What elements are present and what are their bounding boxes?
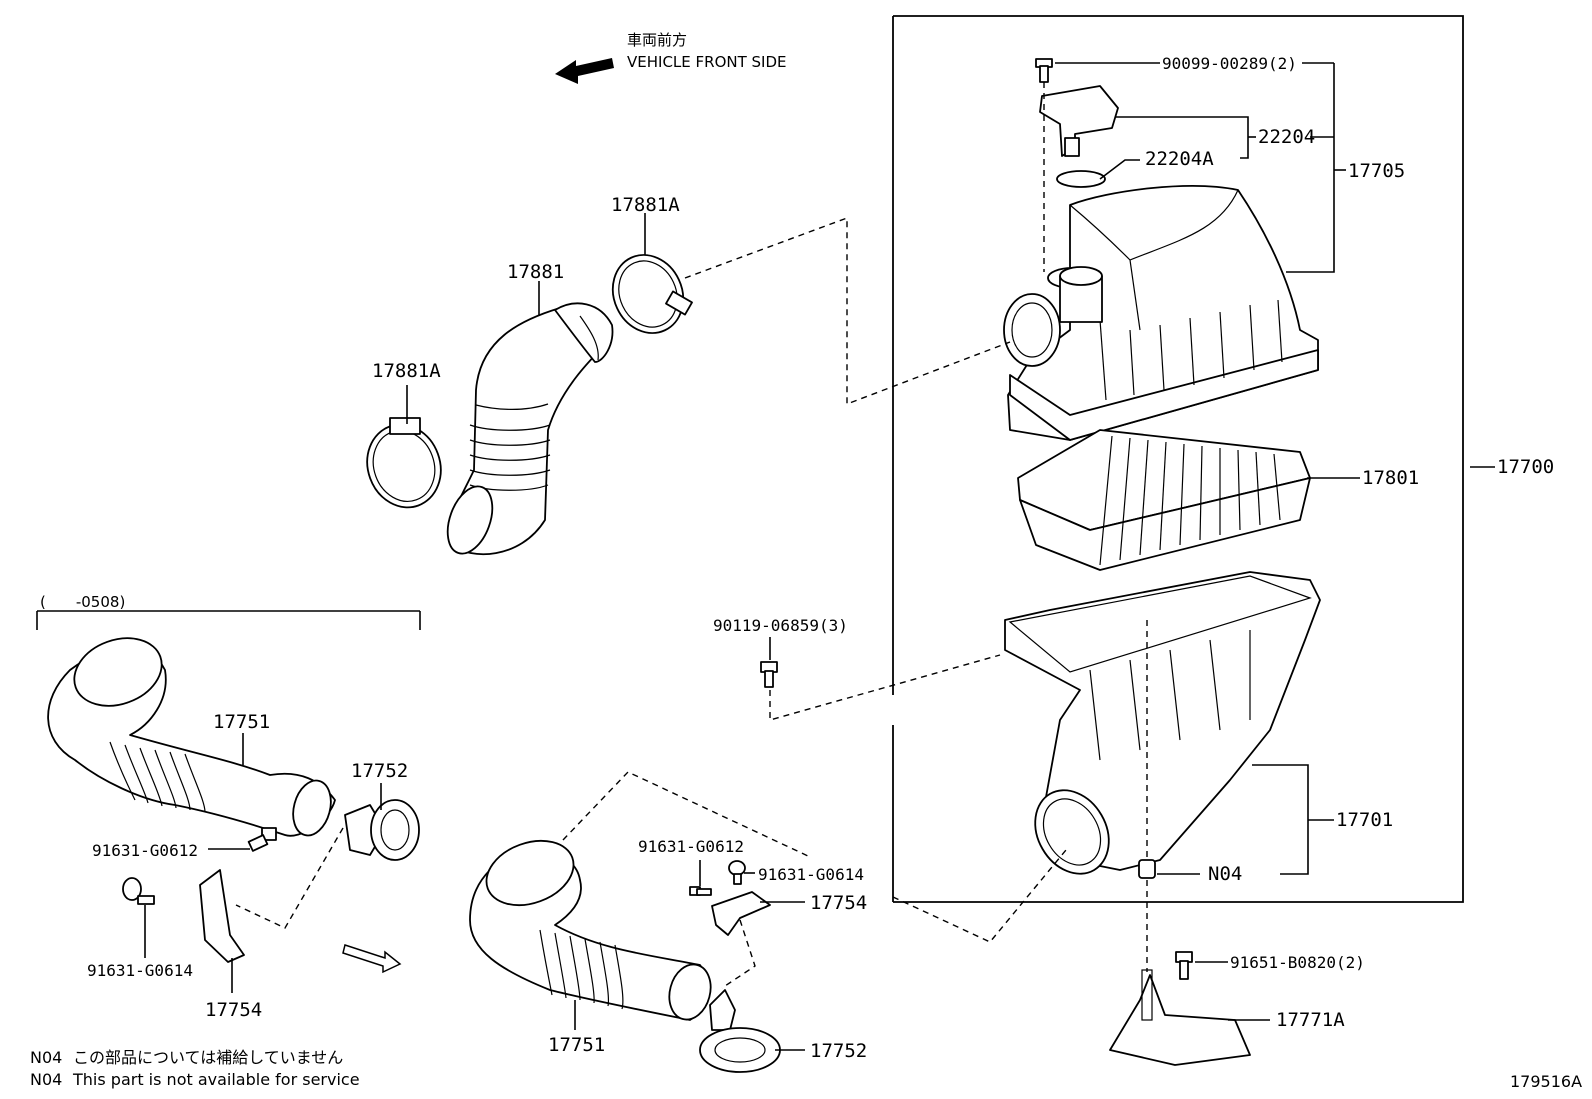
airflow-meter-sensor	[1039, 85, 1119, 157]
air-inlet-left	[47, 637, 336, 837]
hose-clamp-lower	[366, 417, 442, 509]
leader-lines	[144, 62, 1495, 1051]
note-text-jp: この部品については補給していません	[73, 1048, 343, 1067]
air-inlet-right	[469, 839, 712, 1021]
bolt-left-b	[122, 877, 155, 905]
case-bolt	[760, 661, 778, 688]
grommet-left	[344, 799, 420, 861]
bolt-right-b	[728, 860, 746, 885]
label-bolt-right-b: 91631-G0614	[758, 865, 864, 884]
figure-id: 179516A	[1510, 1072, 1582, 1091]
label-o-ring: 22204A	[1145, 148, 1214, 170]
label-hose-upper: 17881	[507, 261, 564, 283]
label-inlet-left: 17751	[213, 711, 270, 733]
bolt-right-a	[689, 886, 712, 896]
label-bolt-left-a: 91631-G0612	[92, 841, 198, 860]
label-stay-right: 17754	[810, 892, 867, 914]
label-n04: N04	[1208, 863, 1242, 885]
date-range: ( -0508)	[40, 593, 125, 611]
o-ring	[1056, 170, 1106, 188]
label-clamp-upper: 17881A	[611, 194, 680, 216]
mounting-bracket	[1109, 969, 1251, 1066]
label-inlet-right: 17751	[548, 1034, 605, 1056]
air-cleaner-cap	[1003, 185, 1319, 441]
note-text-en: This part is not available for service	[72, 1070, 360, 1089]
assembly-frame	[892, 15, 1464, 903]
bolt-left-a	[247, 827, 277, 852]
air-cleaner-case	[1004, 571, 1321, 875]
sensor-screw	[1035, 58, 1053, 83]
label-grommet-left: 17752	[351, 760, 408, 782]
label-stay-left: 17754	[205, 999, 262, 1021]
dashed-guides	[235, 82, 1148, 989]
label-cap-sub: 17705	[1348, 160, 1405, 182]
label-sensor: 22204	[1258, 126, 1315, 148]
label-clamp-lower: 17881A	[372, 360, 441, 382]
label-bolt-left-b: 91631-G0614	[87, 961, 193, 980]
note-code-jp: N04	[30, 1048, 62, 1067]
label-bolt-right-a: 91631-G0612	[638, 837, 744, 856]
label-element: 17801	[1362, 467, 1419, 489]
air-filter-element	[1017, 429, 1311, 571]
hose-clamp-upper	[611, 254, 693, 334]
stay-left	[199, 869, 245, 963]
stay-right	[711, 891, 771, 936]
case-grommet	[1138, 859, 1156, 879]
label-bracket: 17771A	[1276, 1009, 1345, 1031]
label-grommet-right: 17752	[810, 1040, 867, 1062]
vehicle-front-arrow	[555, 58, 614, 84]
label-cleaner-assy: 17700	[1497, 456, 1554, 478]
direction-label-jp: 車両前方	[627, 31, 687, 49]
label-case: 17701	[1336, 809, 1393, 831]
label-sensor-screw: 90099-00289(2)	[1162, 54, 1297, 73]
label-bracket-bolt: 91651-B0820(2)	[1230, 953, 1365, 972]
air-hose-upper	[446, 302, 614, 556]
note-code-en: N04	[30, 1070, 62, 1089]
grommet-right	[699, 989, 781, 1073]
label-case-bolt: 90119-06859(3)	[713, 616, 848, 635]
change-arrow	[342, 944, 402, 974]
bracket-bolt	[1175, 951, 1193, 980]
direction-label-en: VEHICLE FRONT SIDE	[627, 53, 787, 71]
